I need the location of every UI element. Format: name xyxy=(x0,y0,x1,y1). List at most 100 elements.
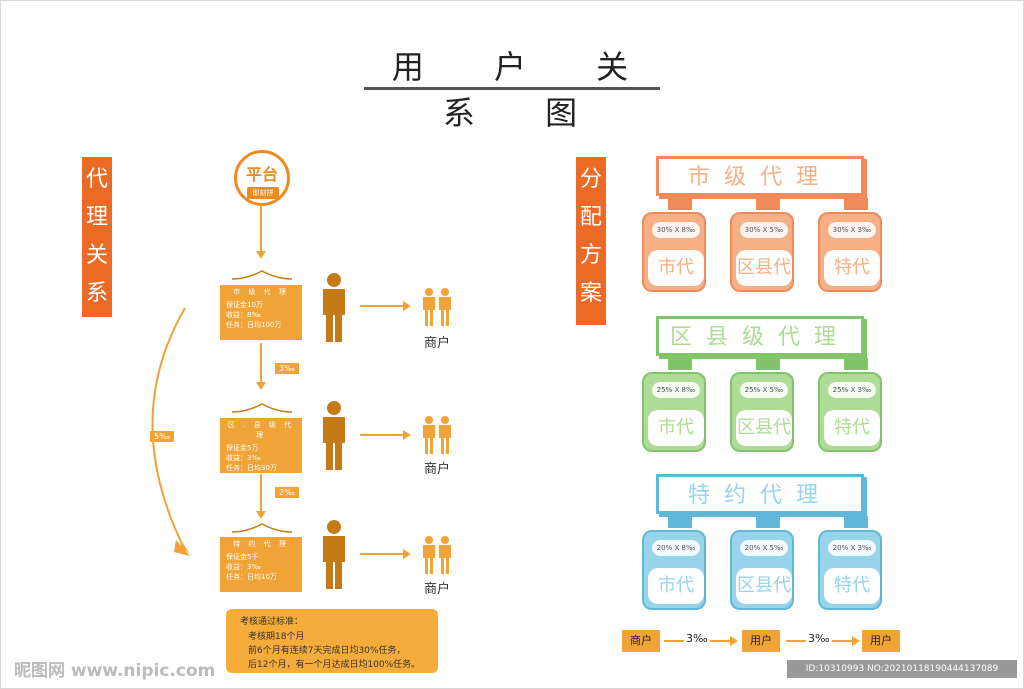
level-connector xyxy=(658,198,868,210)
page-title: 用 户 关 系 图 xyxy=(391,48,659,132)
agent-cap-icon xyxy=(232,270,292,280)
connector-stub xyxy=(668,516,692,528)
share-card: 30% X 5‰ 区县代 xyxy=(730,212,794,292)
flow-user-box: 用户 xyxy=(862,630,900,652)
bypass-rate-tag: 5‰ xyxy=(150,431,174,442)
arrow-right-icon xyxy=(403,430,411,440)
connector-stub xyxy=(756,516,780,528)
connector-stub xyxy=(756,358,780,370)
person-icon xyxy=(323,401,345,470)
share-name: 市代 xyxy=(648,568,704,604)
flow-merchant-box: 商户 xyxy=(622,630,660,652)
criteria-line: 考核期18个月 xyxy=(248,632,305,642)
share-name: 市代 xyxy=(648,410,704,446)
agent-task: 任务：日均30万 xyxy=(226,464,277,472)
image-id-bar: ID:10310993 NO:20210118190444137089 xyxy=(787,660,1017,678)
rate-tag: 3‰ xyxy=(275,363,299,374)
share-card: 30% X 8‰ 市代 xyxy=(642,212,706,292)
shop-icon xyxy=(423,416,451,454)
criteria-box: 考核通过标准： 考核期18个月 前6个月有连续7天完成日均30%任务， 后12个… xyxy=(226,609,438,673)
agent-name: 区 . 县 级 代 理 xyxy=(227,421,295,439)
flow-user-box: 用户 xyxy=(742,630,780,652)
platform-sublabel: 即刻拼 xyxy=(247,187,279,199)
bypass-arrow-icon xyxy=(151,307,190,556)
share-card: 20% X 5‰ 区县代 xyxy=(730,530,794,610)
share-percent: 25% X 8‰ xyxy=(652,382,700,398)
rate-tag: 2‰ xyxy=(275,487,299,498)
platform-label: 平台 xyxy=(245,165,278,184)
distribution-plan-text: 分配方案 xyxy=(580,167,603,306)
distribution-plan-label: 分配方案 xyxy=(576,157,606,325)
share-name: 市代 xyxy=(648,250,704,286)
agent-income: 收益：3‰ xyxy=(226,563,261,571)
title-underline xyxy=(364,87,660,90)
person-icon xyxy=(323,273,345,342)
share-name: 特代 xyxy=(824,250,880,286)
agent-task: 任务：日均10万 xyxy=(226,573,277,581)
share-percent: 25% X 3‰ xyxy=(828,382,876,398)
share-percent: 20% X 3‰ xyxy=(828,540,876,556)
level-header: 区县级代理 xyxy=(656,316,864,356)
flow-rate: 3‰ xyxy=(806,632,832,645)
level-connector xyxy=(658,516,868,528)
share-percent: 20% X 8‰ xyxy=(652,540,700,556)
level-header: 市级代理 xyxy=(656,156,864,196)
platform-logo: 平台 即刻拼 xyxy=(234,150,290,206)
arrow-down-icon xyxy=(256,382,266,390)
connector-line xyxy=(360,553,404,555)
agent-deposit: 保证金5万 xyxy=(226,444,259,452)
city-agent-card: 市 级 代 理 保证金10万 收益：8‰ 任务：日均100万 xyxy=(220,285,302,340)
flow-rate: 3‰ xyxy=(684,632,710,645)
share-name: 区县代 xyxy=(736,410,792,446)
connector-stub xyxy=(844,516,868,528)
share-percent: 30% X 5‰ xyxy=(740,222,788,238)
share-card: 20% X 3‰特代 xyxy=(818,530,882,610)
share-name: 特代 xyxy=(824,410,880,446)
criteria-line: 前6个月有连续7天完成日均30%任务， xyxy=(248,646,406,656)
arrow-down-icon xyxy=(256,251,266,259)
shop-icon xyxy=(423,288,451,326)
agent-cap-icon xyxy=(232,523,292,533)
agent-relation-label: 代理关系 xyxy=(82,157,112,317)
connector-stub xyxy=(756,198,780,210)
shop-icon xyxy=(423,536,451,574)
agent-name: 特 约 代 理 xyxy=(233,540,289,548)
level-header: 特约代理 xyxy=(656,474,864,514)
special-agent-card: 特 约 代 理 保证金5千 收益：3‰ 任务：日均10万 xyxy=(220,537,302,592)
arrow-right-icon xyxy=(852,636,860,646)
agent-income: 收益：8‰ xyxy=(226,311,261,319)
share-card: 25% X 8‰ 市代 xyxy=(642,372,706,452)
connector-line xyxy=(260,206,262,252)
criteria-title: 考核通过标准： xyxy=(240,617,304,627)
arrow-right-icon xyxy=(403,301,411,311)
agent-deposit: 保证金10万 xyxy=(226,301,263,309)
share-percent: 30% X 8‰ xyxy=(652,222,700,238)
share-card: 30% X 3‰ 特代 xyxy=(818,212,882,292)
share-card: 25% X 3‰ 特代 xyxy=(818,372,882,452)
watermark: 昵图网 www.nipic.com xyxy=(14,661,216,681)
agent-deposit: 保证金5千 xyxy=(226,553,259,561)
share-card: 25% X 5‰区县代 xyxy=(730,372,794,452)
level-connector xyxy=(658,358,868,370)
connector-stub xyxy=(844,358,868,370)
share-card: 20% X 8‰ 市代 xyxy=(642,530,706,610)
agent-relation-text: 代理关系 xyxy=(86,167,109,306)
connector-line xyxy=(360,434,404,436)
connector-stub xyxy=(844,198,868,210)
share-name: 区县代 xyxy=(736,568,792,604)
connector-line xyxy=(360,305,404,307)
connector-line xyxy=(260,343,262,383)
share-percent: 20% X 5‰ xyxy=(740,540,788,556)
criteria-line: 后12个月，有一个月达成日均100%任务。 xyxy=(248,660,421,670)
shop-label: 商户 xyxy=(423,336,450,351)
person-icon xyxy=(323,520,345,589)
share-percent: 30% X 3‰ xyxy=(828,222,876,238)
county-agent-card: 区 . 县 级 代 理 保证金5万 收益：3‰ 任务：日均30万 xyxy=(220,418,302,473)
share-name: 区县代 xyxy=(736,250,792,286)
agent-name: 市 级 代 理 xyxy=(233,288,289,296)
arrow-right-icon xyxy=(730,636,738,646)
agent-income: 收益：3‰ xyxy=(226,454,261,462)
agent-cap-icon xyxy=(232,403,292,413)
agent-task: 任务：日均100万 xyxy=(226,321,282,329)
shop-label: 商户 xyxy=(423,582,450,597)
